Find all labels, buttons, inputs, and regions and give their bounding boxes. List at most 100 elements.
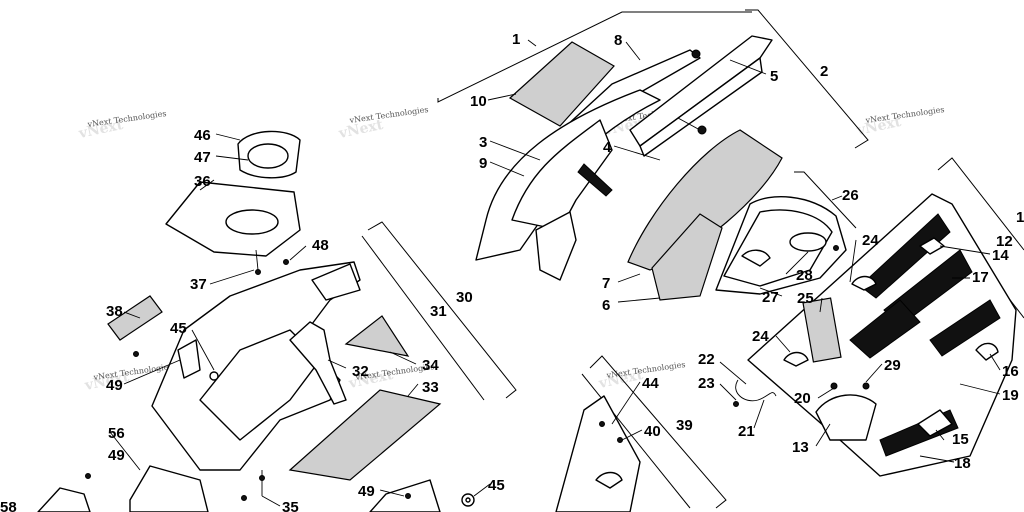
callout-17: 17 <box>972 269 989 286</box>
callout-38: 38 <box>106 303 123 320</box>
callout-7: 7 <box>602 275 610 292</box>
callout-45a: 45 <box>170 320 187 337</box>
part-27-vent <box>741 249 771 267</box>
bracket-30-31 <box>367 221 517 399</box>
callout-25: 25 <box>797 290 814 307</box>
callout-23: 23 <box>698 375 715 392</box>
part-45-washer-b-inner <box>465 497 471 503</box>
group-brackets <box>361 9 1024 509</box>
part-40-panel <box>555 395 641 512</box>
callout-4: 4 <box>603 139 612 156</box>
part-49-screw-c <box>405 493 411 499</box>
part-5-rail <box>629 35 773 147</box>
callout-8: 8 <box>614 32 622 49</box>
part-38-decal <box>107 295 163 341</box>
bracket-2 <box>745 9 869 149</box>
part-37-screw <box>255 269 261 275</box>
part-10-windshield-panel <box>508 41 615 127</box>
part-48-screw <box>283 259 289 265</box>
part-9-side-scoop <box>511 119 613 231</box>
watermark-text: vNext Technologies <box>348 105 429 125</box>
part-44-screw-b <box>617 437 623 443</box>
callout-56: 56 <box>108 425 125 442</box>
callout-40: 40 <box>644 423 661 440</box>
bracket-39-40 <box>589 355 727 509</box>
callout-47: 47 <box>194 149 211 166</box>
part-36-opening <box>225 209 279 235</box>
watermark-text: vNext Technologies <box>92 362 173 382</box>
part-17-graphic-stripe-a <box>859 213 951 299</box>
part-24-vent-a <box>783 351 809 367</box>
bracket-26 <box>794 171 857 229</box>
part-14-clip <box>919 237 945 255</box>
part-15-emblem <box>917 409 953 437</box>
part-34-gusset <box>344 315 410 357</box>
callout-3: 3 <box>479 134 487 151</box>
part-17-graphic-stripe-c <box>929 299 1001 357</box>
callout-10: 10 <box>470 93 487 110</box>
callout-37: 37 <box>190 276 207 293</box>
part-40-vent <box>595 471 623 489</box>
callout-19: 19 <box>1002 387 1019 404</box>
part-25-mesh <box>802 297 842 363</box>
callout-30: 30 <box>456 289 473 306</box>
callout-34: 34 <box>422 357 439 374</box>
callout-14: 14 <box>992 247 1009 264</box>
callout-46: 46 <box>194 127 211 144</box>
callout-58: 58 <box>0 499 17 512</box>
callout-22: 22 <box>698 351 715 368</box>
callout-2: 2 <box>820 63 828 80</box>
part-33-skid <box>288 389 442 481</box>
callout-12: 12 <box>996 233 1013 250</box>
right-side-panel <box>733 193 1017 477</box>
callout-16: 16 <box>1002 363 1019 380</box>
callout-5: 5 <box>770 68 778 85</box>
callout-29: 29 <box>884 357 901 374</box>
bottom-left-parts <box>37 465 475 512</box>
part-56-panel <box>129 465 209 512</box>
left-upper-assembly <box>165 130 301 275</box>
callout-32: 32 <box>352 363 369 380</box>
callout-20: 20 <box>794 390 811 407</box>
part-35-screw <box>241 495 247 501</box>
callout-33: 33 <box>422 379 439 396</box>
side-panel-26 <box>715 196 847 295</box>
callout-39: 39 <box>676 417 693 434</box>
part-24-vent-b <box>851 275 877 291</box>
callout-24a: 24 <box>752 328 769 345</box>
leader-lines <box>109 39 1001 507</box>
part-21-cable <box>735 379 777 402</box>
part-29-fastener <box>862 382 870 390</box>
callout-45b: 45 <box>488 477 505 494</box>
callout-27: 27 <box>762 289 779 306</box>
part-45-bracket <box>177 339 201 379</box>
bracket-39-40b <box>581 373 691 509</box>
callout-18: 18 <box>954 455 971 472</box>
part-16-vent <box>975 342 999 361</box>
part-17-graphic-x <box>849 299 921 359</box>
part-28-latch <box>789 232 827 252</box>
callout-15: 15 <box>952 431 969 448</box>
callout-49b: 49 <box>108 447 125 464</box>
callout-49a: 49 <box>106 377 123 394</box>
part-4-stripe <box>577 163 613 197</box>
callout-1: 1 <box>512 31 520 48</box>
callout-labels: 1 2 3 4 5 6 7 8 9 10 11 12 13 14 15 16 1… <box>0 31 1024 512</box>
part-6-lower-panel <box>651 213 723 301</box>
side-panel-39 <box>555 395 641 512</box>
callout-9: 9 <box>479 155 487 172</box>
callout-26: 26 <box>842 187 859 204</box>
callout-28: 28 <box>796 267 813 284</box>
bracket-30-31b <box>361 235 485 401</box>
callout-44: 44 <box>642 375 659 392</box>
callout-49c: 49 <box>358 483 375 500</box>
part-20-fastener <box>830 382 838 390</box>
part-8-fastener <box>691 49 701 59</box>
part-45-washer <box>209 371 219 381</box>
windshield-assembly <box>475 35 783 301</box>
part-9-lower-scoop <box>535 211 577 281</box>
part-58-panel <box>37 487 91 512</box>
callout-11: 11 <box>1016 209 1024 226</box>
belly-pan-assembly <box>133 259 442 501</box>
